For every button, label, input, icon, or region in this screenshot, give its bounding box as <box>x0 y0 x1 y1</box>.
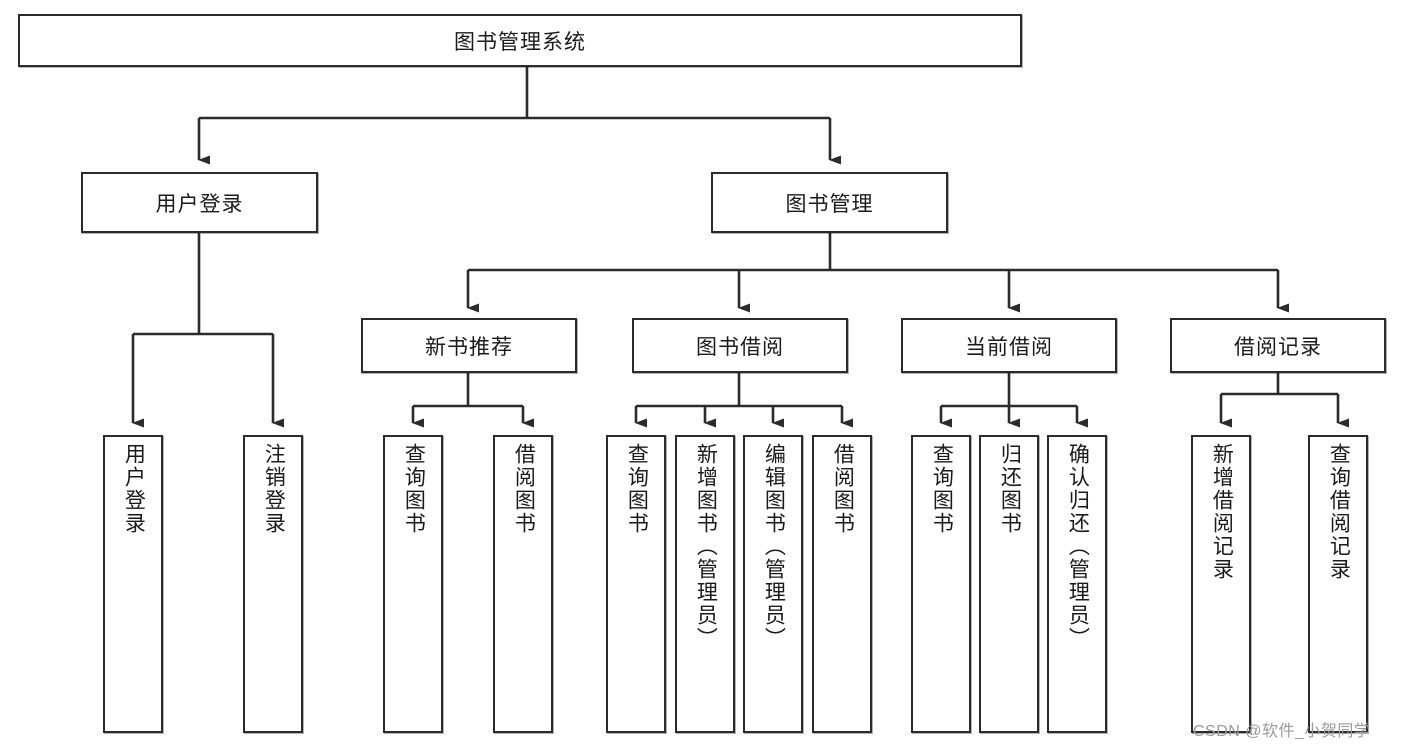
node-book-management-label: 图书管理 <box>785 192 874 216</box>
leaf-add-borrow-record[interactable]: 新增借阅记录 <box>1191 435 1251 733</box>
leaf-query-borrow-record[interactable]: 查询借阅记录 <box>1308 435 1368 733</box>
leaf-query-book-current[interactable]: 查询图书 <box>911 435 971 733</box>
leaf-user-login[interactable]: 用户登录 <box>103 435 163 733</box>
leaf-add-book-admin[interactable]: 新增图书（管理员） <box>675 435 735 733</box>
node-new-book-recommend[interactable]: 新书推荐 <box>361 318 577 373</box>
leaf-return-book[interactable]: 归还图书 <box>979 435 1039 733</box>
leaf-borrow-book-label: 借阅图书 <box>831 443 855 535</box>
node-book-borrow[interactable]: 图书借阅 <box>632 318 848 373</box>
leaf-logout-label: 注销登录 <box>262 443 286 535</box>
node-book-management[interactable]: 图书管理 <box>711 172 948 233</box>
leaf-borrow-book[interactable]: 借阅图书 <box>812 435 872 733</box>
node-user-login-label: 用户登录 <box>155 192 244 216</box>
leaf-query-book-recommend[interactable]: 查询图书 <box>383 435 443 733</box>
leaf-edit-book-admin-label: 编辑图书（管理员） <box>762 443 786 650</box>
leaf-user-login-label: 用户登录 <box>122 443 146 535</box>
node-current-borrow[interactable]: 当前借阅 <box>901 318 1117 373</box>
leaf-borrow-book-recommend[interactable]: 借阅图书 <box>493 435 553 733</box>
leaf-add-borrow-record-label: 新增借阅记录 <box>1210 443 1234 581</box>
leaf-add-book-admin-label: 新增图书（管理员） <box>694 443 718 650</box>
leaf-query-book-recommend-label: 查询图书 <box>402 443 426 535</box>
leaf-query-book-borrow-label: 查询图书 <box>625 443 649 535</box>
leaf-confirm-return-admin-label: 确认归还（管理员） <box>1066 443 1090 650</box>
csdn-watermark: CSDN @软件_小贺同学 <box>1193 723 1371 740</box>
leaf-borrow-book-recommend-label: 借阅图书 <box>512 443 536 535</box>
node-borrow-record-label: 借阅记录 <box>1234 335 1322 359</box>
leaf-query-book-borrow[interactable]: 查询图书 <box>606 435 666 733</box>
node-current-borrow-label: 当前借阅 <box>965 335 1053 359</box>
node-root[interactable]: 图书管理系统 <box>18 14 1022 67</box>
leaf-return-book-label: 归还图书 <box>998 443 1022 535</box>
node-root-label: 图书管理系统 <box>454 30 586 54</box>
node-book-borrow-label: 图书借阅 <box>696 335 784 359</box>
leaf-query-book-current-label: 查询图书 <box>930 443 954 535</box>
leaf-edit-book-admin[interactable]: 编辑图书（管理员） <box>743 435 803 733</box>
node-user-login[interactable]: 用户登录 <box>81 172 318 233</box>
leaf-logout[interactable]: 注销登录 <box>243 435 303 733</box>
leaf-query-borrow-record-label: 查询借阅记录 <box>1327 443 1351 581</box>
node-new-book-recommend-label: 新书推荐 <box>425 335 513 359</box>
leaf-confirm-return-admin[interactable]: 确认归还（管理员） <box>1047 435 1107 733</box>
node-borrow-record[interactable]: 借阅记录 <box>1170 318 1386 373</box>
